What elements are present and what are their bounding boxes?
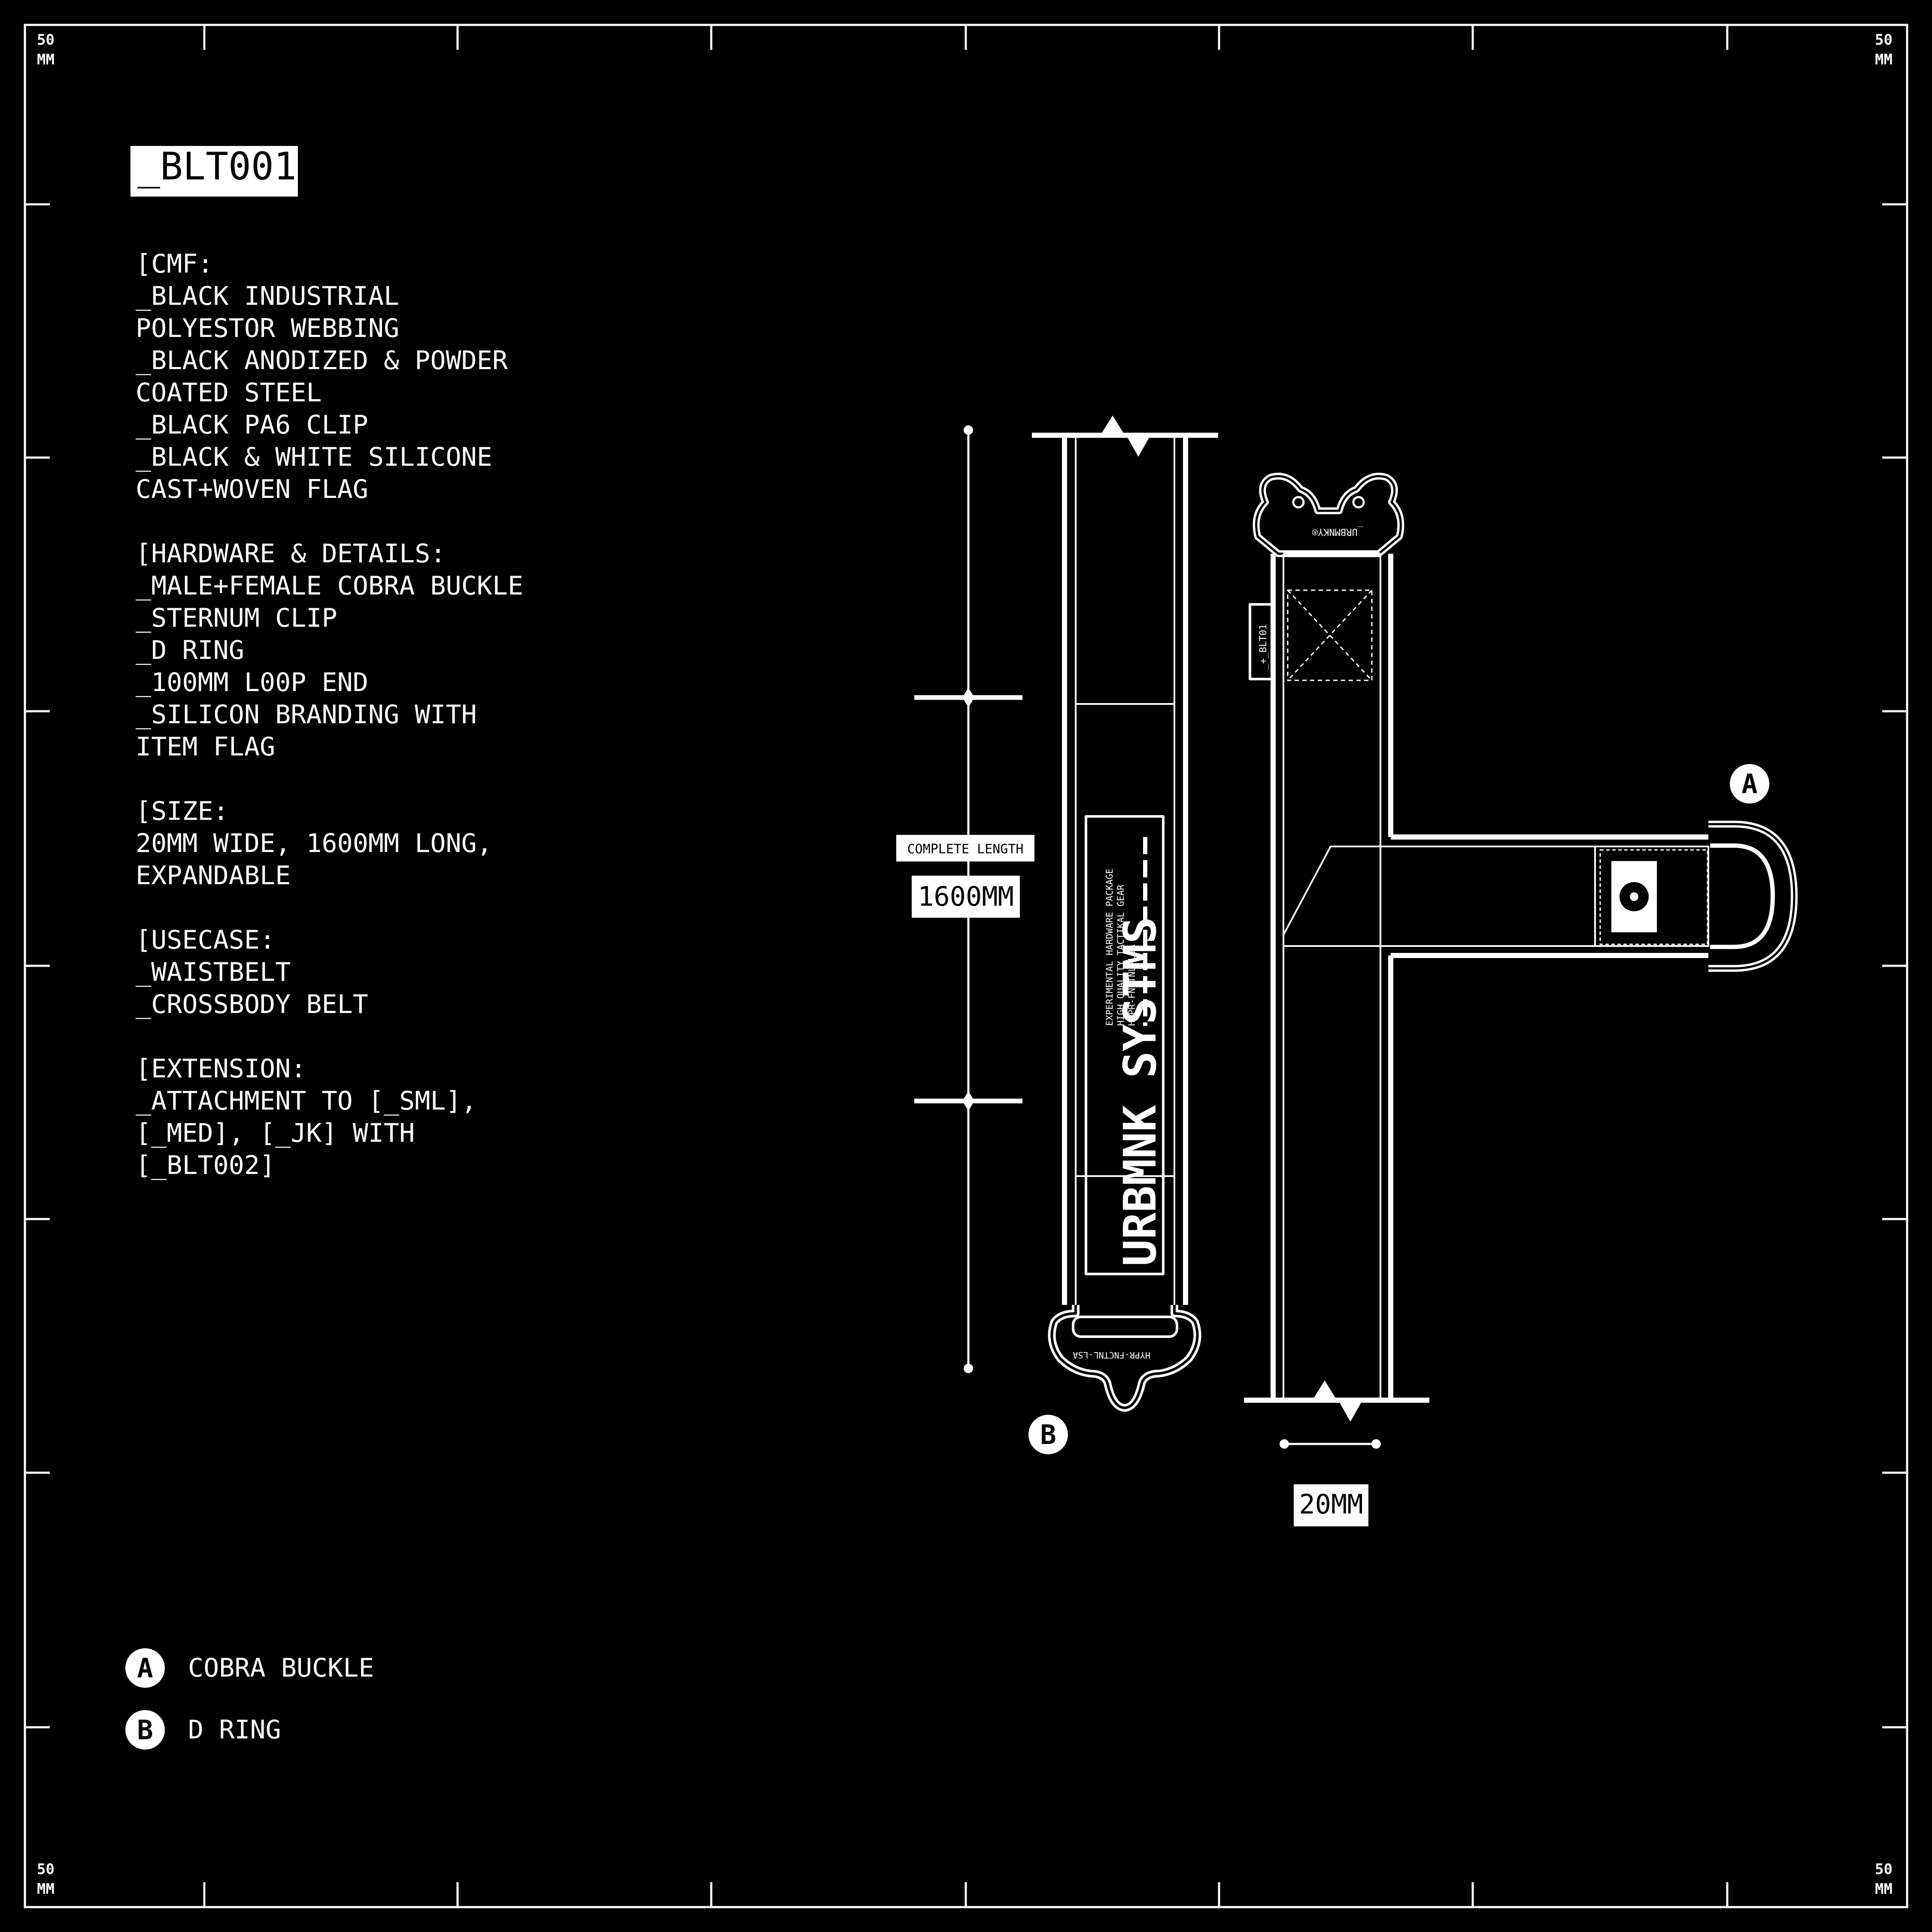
corner-label-bottom-left-unit: MM [37,1880,55,1898]
top-buckle-label: _URBMNKY® [1312,526,1363,537]
belt-drawing: COMPLETE LENGTH 1600MM URBMNK SYSTMS EXP… [896,416,1798,1526]
buckle-b-label: HYPR-FNCTNL-LSA [1073,1350,1150,1360]
spec-line: _100MM L00P END [136,667,368,698]
legend-marker-b [125,1710,165,1750]
callout-b-letter: B [1040,1419,1056,1450]
side-tag-label: _+_BLT01 [1258,624,1269,670]
length-value: 1600MM [918,881,1014,912]
strap-print-line-3: HYPR-FNCTNL-LSA [1127,944,1137,1026]
spec-line: _BLACK INDUSTRIAL [136,281,399,311]
spec-line: CAST+WOVEN FLAG [136,474,368,504]
spec-line: [_MED], [_JK] WITH [136,1118,415,1148]
corner-label-bottom-left: 50 [37,1861,55,1878]
strap-a: _URBMNKY® _+_BLT01 [1244,473,1798,1422]
corner-label-top-right-unit: MM [1875,51,1893,68]
spec-line: [SIZE: [136,796,229,826]
spec-line: EXPANDABLE [136,861,291,891]
spec-line: _D RING [136,635,244,665]
product-code-box [130,146,298,197]
spec-line: [CMF: [136,249,213,279]
legend: A COBRA BUCKLE B D RING [125,1648,374,1750]
callout-b [1028,1415,1068,1454]
spec-line: [_BLT002] [136,1150,275,1180]
spec-line: [HARDWARE & DETAILS: [136,539,446,569]
legend-label-cobra-buckle: COBRA BUCKLE [188,1653,374,1683]
legend-label-d-ring: D RING [188,1715,281,1745]
spec-line: _CROSSBODY BELT [136,989,368,1019]
spec-line: _STERNUM CLIP [136,603,337,633]
corner-label-top-left-unit: MM [37,51,55,68]
corner-label-bottom-right: 50 [1875,1861,1893,1878]
strap-print-line-1: EXPERIMENTAL HARDWARE PACKAGE [1104,868,1115,1026]
strap-brand-text: URBMNK SYSTMS [1114,917,1166,1266]
spec-line: _MALE+FEMALE COBRA BUCKLE [136,571,523,601]
legend-marker-a-letter: A [137,1653,153,1684]
spec-line: _BLACK & WHITE SILICONE [136,442,492,472]
callout-a [1730,764,1769,804]
spec-line: [USECASE: [136,925,275,955]
length-value-box [912,876,1020,918]
width-value-box [1294,1484,1368,1526]
spec-line: _WAISTBELT [136,957,291,987]
corner-label-bottom-right-unit: MM [1875,1880,1893,1898]
spec-line: [EXTENSION: [136,1054,306,1084]
strap-print-line-2: HIGH QUALITY TACTIKAL GEAR [1116,885,1126,1026]
spec-line: _ATTACHMENT TO [_SML], [136,1086,477,1116]
legend-marker-a [125,1648,165,1688]
spec-line: _SILICON BRANDING WITH [136,700,477,730]
ruler-ticks [25,25,1907,1907]
spec-line: COATED STEEL [136,378,321,408]
length-caption-box [896,835,1034,861]
legend-marker-b-letter: B [137,1714,153,1746]
width-value: 20MM [1299,1489,1363,1520]
spec-line: 20MM WIDE, 1600MM LONG, [136,828,492,858]
callout-a-letter: A [1741,768,1757,800]
spec-line: _BLACK PA6 CLIP [136,410,368,440]
corner-label-top-right: 50 [1875,31,1893,49]
strap-b: URBMNK SYSTMS EXPERIMENTAL HARDWARE PACK… [1032,416,1218,1412]
spec-line: ITEM FLAG [136,732,275,762]
length-caption: COMPLETE LENGTH [907,842,1024,857]
product-code: _BLT001 [137,144,297,188]
spec-line: POLYESTOR WEBBING [136,313,399,343]
width-dimension [1280,1439,1381,1449]
length-dimension [914,425,1022,1373]
corner-label-top-left: 50 [37,31,55,49]
spec-line: _BLACK ANODIZED & POWDER [136,346,508,376]
